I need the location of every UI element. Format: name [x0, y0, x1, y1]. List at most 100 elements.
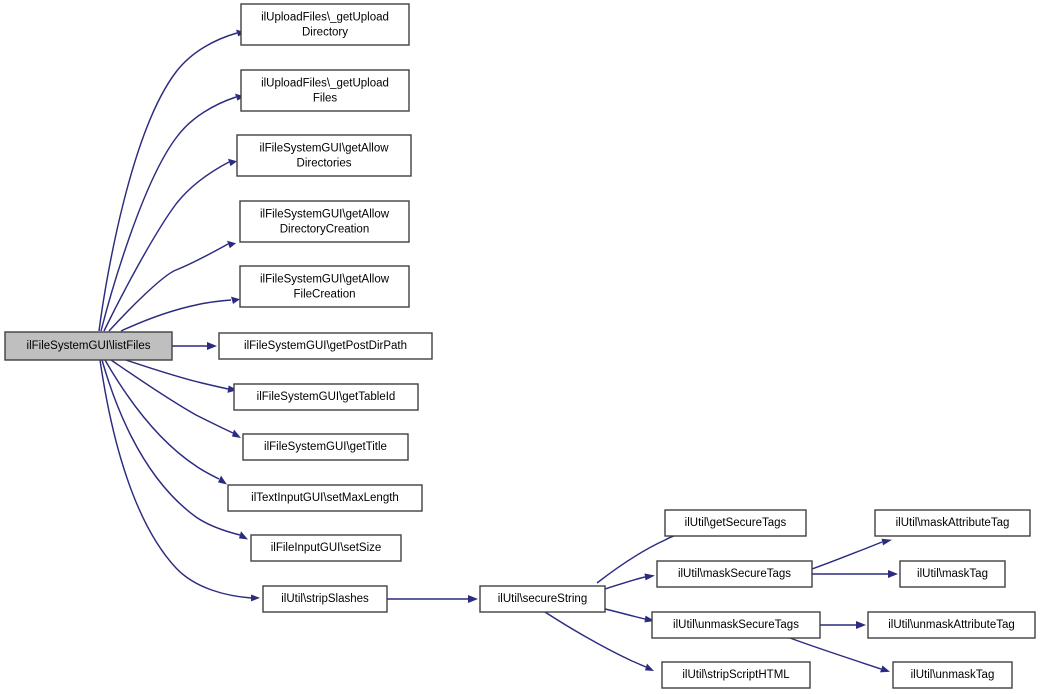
arrowhead-icon — [251, 594, 260, 602]
node-box[interactable] — [240, 69, 410, 112]
edge-line — [120, 299, 232, 332]
arrowhead-icon — [235, 93, 245, 101]
graph-node-n20[interactable]: ilUtil\unmaskTag — [892, 661, 1013, 689]
node-label: ilFileSystemGUI\listFiles — [27, 340, 151, 352]
edge-line — [789, 637, 882, 670]
call-edge — [387, 595, 478, 603]
graph-node-n10[interactable]: ilFileInputGUI\setSize — [250, 534, 402, 562]
edge-line — [103, 161, 230, 332]
graph-node-n9[interactable]: ilTextInputGUI\setMaxLength — [227, 484, 423, 512]
node-label: ilUtil\unmaskAttributeTag — [888, 619, 1015, 631]
call-edge — [604, 608, 655, 623]
call-edge — [104, 359, 227, 485]
node-box[interactable] — [227, 484, 423, 512]
node-box[interactable] — [4, 331, 173, 361]
arrowhead-icon — [207, 342, 217, 350]
node-label: ilUtil\getSecureTags — [685, 517, 787, 529]
arrowhead-icon — [228, 158, 237, 167]
edge-line — [604, 576, 646, 590]
node-box[interactable] — [236, 134, 412, 177]
graph-node-n12[interactable]: ilUtil\secureString — [479, 585, 606, 613]
arrowhead-icon — [231, 296, 240, 304]
graph-node-n0[interactable]: ilFileSystemGUI\listFiles — [4, 331, 173, 361]
call-edge — [125, 359, 238, 393]
node-label: ilUtil\unmaskTag — [911, 669, 995, 681]
graph-node-n7[interactable]: ilFileSystemGUI\getTableId — [233, 383, 419, 411]
call-edge — [108, 240, 236, 332]
call-edge — [98, 29, 246, 332]
node-box[interactable] — [239, 265, 410, 308]
call-edge — [811, 538, 892, 570]
node-box[interactable] — [664, 509, 807, 537]
node-label: ilUtil\maskTag — [917, 568, 988, 580]
node-box[interactable] — [218, 332, 433, 360]
graph-node-n16[interactable]: ilUtil\stripScriptHTML — [661, 661, 811, 689]
node-box[interactable] — [250, 534, 402, 562]
graph-node-n13[interactable]: ilUtil\getSecureTags — [664, 509, 807, 537]
arrowhead-icon — [644, 573, 655, 581]
node-label: ilUtil\secureString — [498, 593, 587, 605]
node-label: ilUtil\stripScriptHTML — [682, 669, 790, 681]
node-label: ilFileSystemGUI\getPostDirPath — [244, 340, 407, 352]
call-edge — [812, 570, 898, 578]
graph-node-n18[interactable]: ilUtil\maskTag — [899, 560, 1006, 588]
call-edge — [789, 637, 890, 673]
node-label: ilUtil\maskSecureTags — [678, 568, 791, 580]
call-edge — [101, 359, 248, 540]
node-box[interactable] — [262, 585, 388, 613]
arrowhead-icon — [645, 663, 654, 671]
call-edge — [103, 158, 237, 332]
call-edge — [110, 359, 241, 438]
graph-node-n14[interactable]: ilUtil\maskSecureTags — [656, 560, 813, 588]
node-box[interactable] — [656, 560, 813, 588]
graph-node-n11[interactable]: ilUtil\stripSlashes — [262, 585, 388, 613]
arrowhead-icon — [218, 475, 227, 485]
edge-line — [108, 243, 229, 332]
call-edge — [544, 611, 654, 671]
node-box[interactable] — [242, 433, 409, 461]
node-label: ilFileInputGUI\setSize — [271, 542, 382, 554]
node-box[interactable] — [899, 560, 1006, 588]
edge-line — [98, 32, 238, 332]
edge-line — [99, 359, 252, 599]
call-edge — [820, 621, 866, 629]
node-box[interactable] — [233, 383, 419, 411]
node-box[interactable] — [239, 200, 410, 243]
graph-node-n19[interactable]: ilUtil\unmaskAttributeTag — [867, 611, 1036, 639]
graph-node-n17[interactable]: ilUtil\maskAttributeTag — [874, 509, 1031, 537]
arrowhead-icon — [888, 570, 898, 578]
call-edge — [120, 296, 240, 332]
node-box[interactable] — [479, 585, 606, 613]
node-box[interactable] — [892, 661, 1013, 689]
node-box[interactable] — [874, 509, 1031, 537]
arrowhead-icon — [856, 621, 866, 629]
call-edge — [99, 359, 260, 602]
arrowhead-icon — [881, 538, 892, 546]
nodes-layer: ilFileSystemGUI\listFiles ilUploadFiles\_… — [4, 3, 1036, 689]
graph-node-n6[interactable]: ilFileSystemGUI\getPostDirPath — [218, 332, 433, 360]
arrowhead-icon — [232, 429, 241, 438]
edge-line — [101, 359, 241, 536]
node-box[interactable] — [240, 3, 410, 46]
call-edge — [172, 342, 217, 350]
node-box[interactable] — [867, 611, 1036, 639]
arrowhead-icon — [227, 385, 238, 393]
edge-line — [811, 541, 883, 570]
node-box[interactable] — [661, 661, 811, 689]
graph-node-n15[interactable]: ilUtil\unmaskSecureTags — [651, 611, 821, 639]
arrowhead-icon — [880, 665, 890, 673]
call-edge — [100, 93, 245, 332]
graph-node-n8[interactable]: ilFileSystemGUI\getTitle — [242, 433, 409, 461]
node-box[interactable] — [651, 611, 821, 639]
